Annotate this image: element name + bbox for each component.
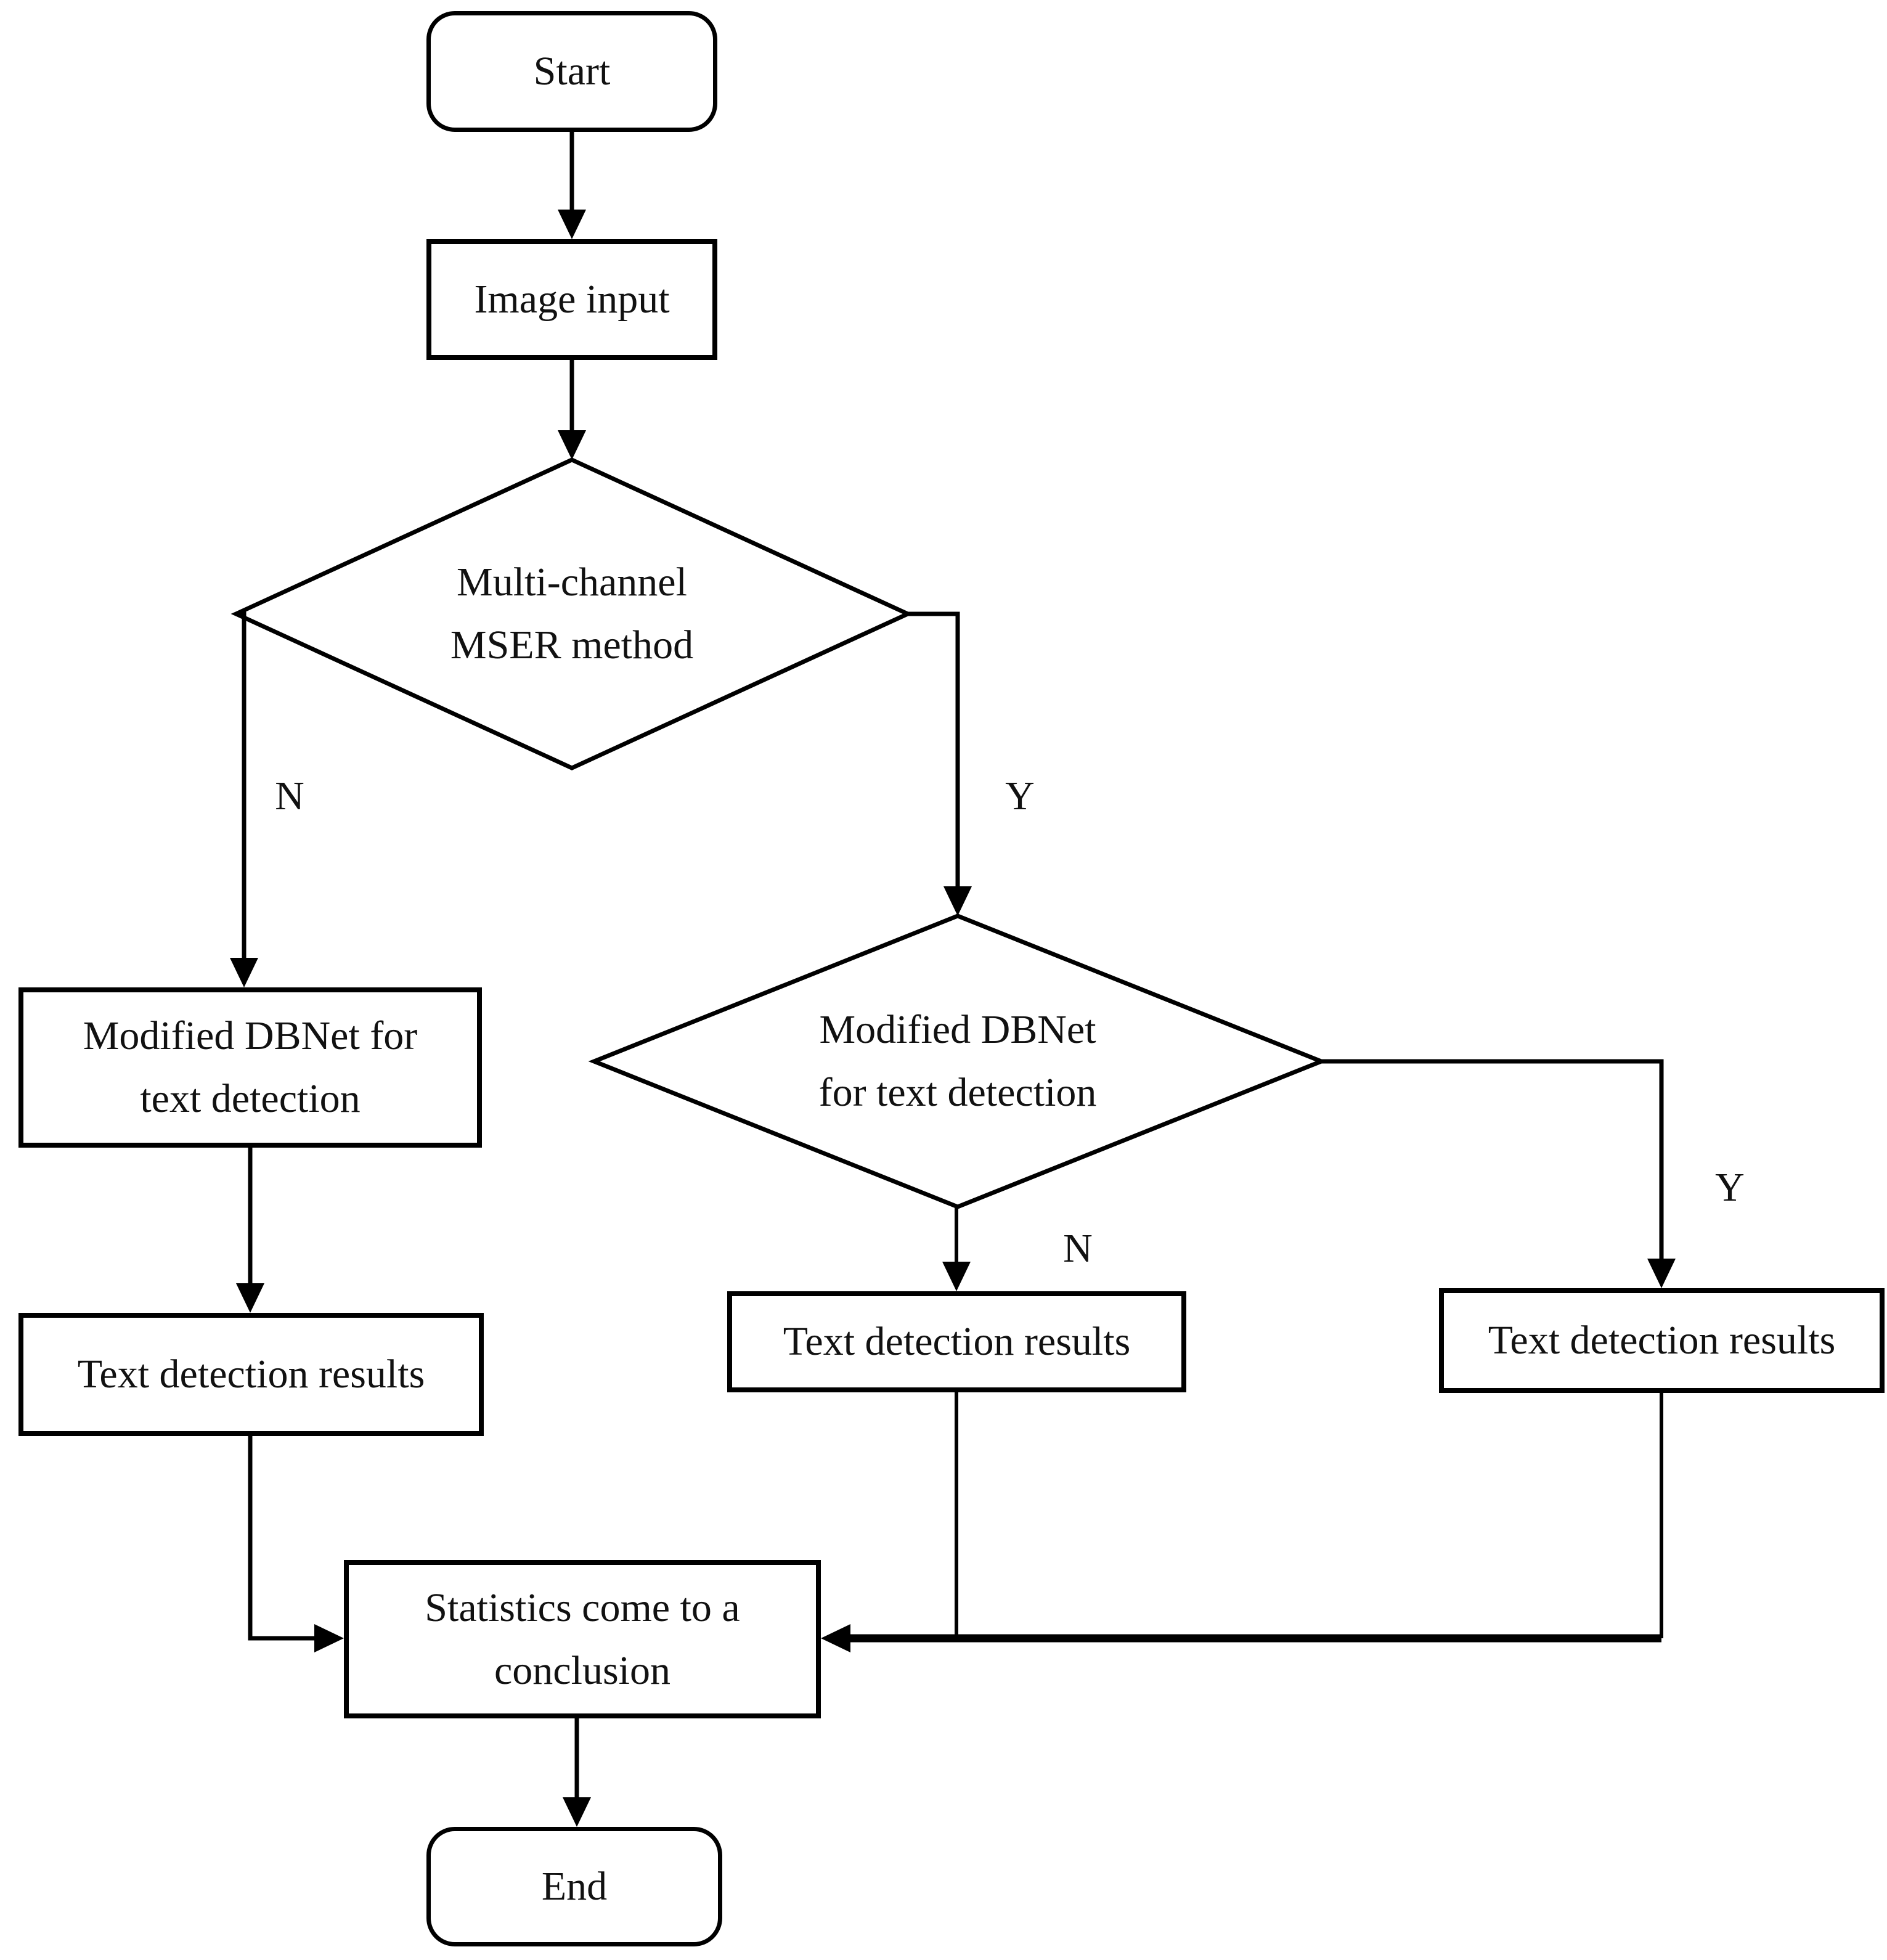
statistics-node: Statistics come to a conclusion: [344, 1560, 821, 1718]
results-right-node: Text detection results: [1439, 1288, 1885, 1393]
arrowhead-end: [563, 1797, 591, 1827]
start-label: Start: [533, 49, 611, 94]
decision-dbnet-label-line2: for text detection: [818, 1070, 1097, 1115]
results-left-node: Text detection results: [18, 1313, 484, 1436]
arrowhead-results-right: [1647, 1259, 1676, 1288]
results-middle-label: Text detection results: [783, 1319, 1131, 1364]
start-node: Start: [426, 11, 717, 132]
arrowhead-results-left: [236, 1283, 264, 1313]
mser-yes-label: Y: [1005, 774, 1035, 819]
decision-dbnet-text: Modified DBNet for text detection: [819, 998, 1097, 1124]
edge-dbnet-yes-branch: [1321, 1059, 1664, 1259]
arrowhead-mser-top: [558, 430, 586, 460]
results-right-label: Text detection results: [1488, 1318, 1836, 1363]
results-left-label: Text detection results: [77, 1352, 425, 1397]
results-middle-node: Text detection results: [727, 1291, 1186, 1392]
statistics-label-line1: Statistics come to a: [425, 1585, 740, 1630]
process-dbnet-label-line1: Modified DBNet for: [83, 1013, 418, 1058]
end-node: End: [426, 1827, 722, 1946]
decision-mser-label-line1: Multi-channel: [457, 560, 687, 605]
edge-results-left-to-statistics: [248, 1436, 314, 1641]
arrowhead-image-input: [558, 210, 586, 239]
dbnet-no-label: N: [1063, 1226, 1093, 1271]
decision-dbnet-label-line1: Modified DBNet: [819, 1007, 1096, 1052]
edge-mser-yes-branch: [908, 611, 960, 886]
decision-mser-label-line2: MSER method: [450, 623, 694, 668]
end-label: End: [541, 1864, 608, 1909]
decision-mser-diamond: [230, 457, 913, 770]
process-dbnet-label-line2: text detection: [140, 1076, 361, 1121]
process-dbnet-node: Modified DBNet for text detection: [18, 987, 482, 1148]
arrowhead-process-dbnet: [230, 958, 258, 987]
arrowhead-decision-dbnet-top: [943, 886, 972, 916]
image-input-node: Image input: [426, 239, 717, 360]
statistics-label-line2: conclusion: [494, 1648, 670, 1693]
edge-mser-no-branch: [236, 611, 247, 958]
decision-mser-text: Multi-channel MSER method: [450, 551, 693, 677]
mser-no-label: N: [275, 774, 304, 819]
dbnet-yes-label: Y: [1715, 1165, 1745, 1210]
image-input-label: Image input: [474, 277, 670, 322]
arrowhead-statistics-right: [821, 1624, 850, 1652]
arrowhead-results-middle: [942, 1262, 971, 1291]
arrowhead-statistics-left: [314, 1624, 344, 1652]
